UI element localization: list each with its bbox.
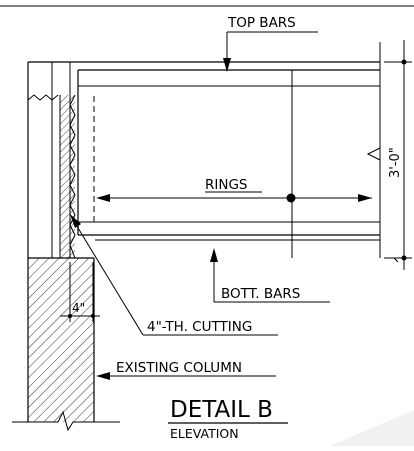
bott-bars-leader [210,248,330,303]
cutting-zone [59,94,76,259]
existing-column-leader [96,372,276,380]
existing-column [12,62,120,432]
top-bars-label: TOP BARS [227,15,296,31]
bott-bars-label: BOTT. BARS [221,286,300,302]
cut-dimension-label: 4" [72,301,85,315]
break-mark [393,257,399,263]
cutting-label: 4"-TH. CUTTING [147,319,252,335]
beam-outline [77,42,381,258]
rings-label: RINGS [205,177,248,193]
jacket-outline [27,61,380,258]
top-bars-leader [223,31,318,72]
existing-column-label: EXISTING COLUMN [116,360,242,376]
cut-dimension [60,262,100,322]
detail-subtitle: ELEVATION [170,426,239,441]
cutting-leader [70,214,278,336]
detail-title: DETAIL B [170,397,273,423]
rings-leader [96,191,372,203]
background-shade [330,410,414,446]
height-dimension-label: 3'-0" [388,147,403,178]
height-dimension [366,40,412,270]
